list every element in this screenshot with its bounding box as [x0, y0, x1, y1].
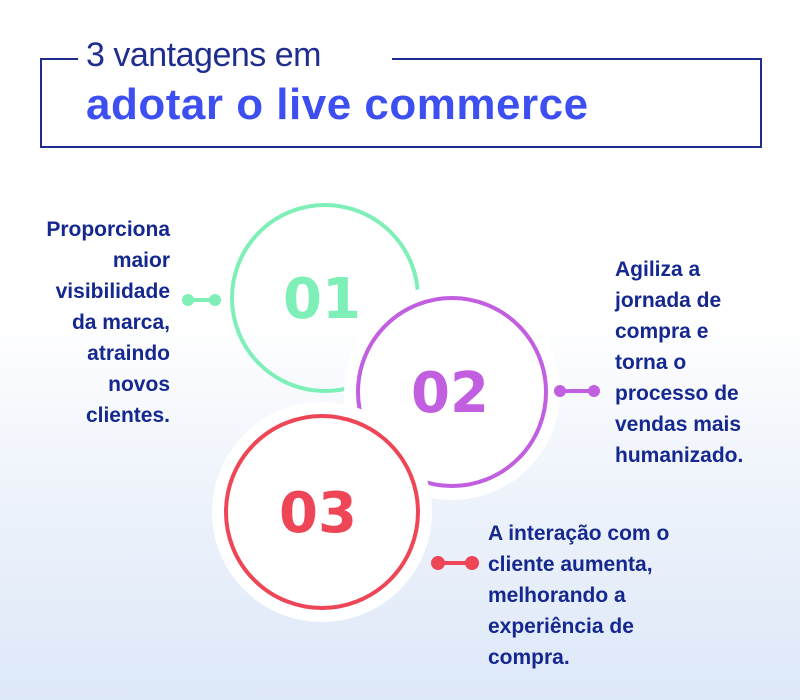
text-line: atraindo	[87, 342, 170, 365]
advantage-02-text: Agiliza a jornada de compra e torna o pr…	[615, 254, 743, 471]
text-line: da marca,	[71, 311, 170, 334]
text-line: compra.	[488, 646, 570, 669]
circle-02	[356, 296, 548, 488]
frame-line	[40, 58, 78, 60]
connector-03	[431, 556, 479, 570]
connector-02	[554, 385, 600, 397]
text-line: processo de	[615, 382, 739, 405]
text-line: maior	[112, 249, 170, 272]
circle-03	[224, 414, 420, 610]
text-line: A interação com o	[488, 522, 670, 545]
text-line: vendas mais	[615, 413, 742, 436]
text-line: torna o	[615, 351, 687, 374]
advantage-03-text: A interação com o cliente aumenta, melho…	[488, 518, 669, 673]
advantage-01-text: Proporciona maior visibilidade da marca,…	[46, 214, 170, 431]
text-line: Proporciona	[46, 218, 170, 241]
text-line: visibilidade	[55, 280, 170, 303]
text-line: experiência de	[488, 615, 634, 638]
number-01: 01	[283, 267, 361, 332]
text-line: clientes.	[85, 404, 170, 427]
text-line: compra e	[615, 320, 709, 343]
text-line: jornada de	[615, 289, 722, 312]
text-line: novos	[108, 373, 170, 396]
text-line: melhorando a	[488, 584, 626, 607]
number-03: 03	[279, 481, 357, 546]
number-02: 02	[411, 361, 489, 426]
text-line: Agiliza a	[615, 258, 701, 281]
title-line-1: 3 vantagens em	[86, 36, 321, 74]
text-line: cliente aumenta,	[488, 553, 653, 576]
frame-line	[392, 58, 760, 60]
connector-01	[182, 294, 221, 306]
title-frame	[40, 58, 762, 148]
title-line-2: adotar o live commerce	[86, 80, 589, 129]
text-line: humanizado.	[615, 444, 744, 467]
